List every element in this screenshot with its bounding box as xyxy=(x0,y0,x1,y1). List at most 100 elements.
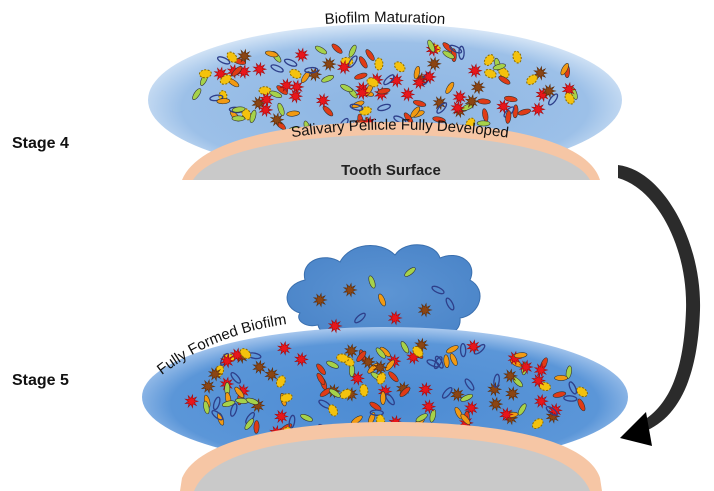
navy-ring-rod-icon xyxy=(216,56,231,65)
red-spiky-bacterium-icon xyxy=(219,353,235,369)
orange-rod-icon xyxy=(445,81,455,94)
green-rod-icon xyxy=(460,393,474,402)
green-rod-icon xyxy=(231,106,246,113)
brown-spiky-bacterium-icon xyxy=(541,83,557,99)
red-rod-icon xyxy=(432,116,446,123)
brown-spiky-bacterium-icon xyxy=(269,112,285,128)
orange-rod-icon xyxy=(410,106,421,118)
yellow-cocci-cluster-icon xyxy=(412,345,424,358)
navy-ring-rod-icon xyxy=(563,395,578,402)
brown-spiky-bacterium-icon xyxy=(450,386,465,402)
green-rod-icon xyxy=(245,397,259,405)
red-rod-icon xyxy=(577,398,586,412)
green-rod-icon xyxy=(231,115,246,122)
navy-ring-rod-icon xyxy=(431,285,445,295)
red-rod-icon xyxy=(322,105,334,117)
red-rod-icon xyxy=(316,372,326,385)
red-spiky-bacterium-icon xyxy=(531,373,547,389)
stage5-group: Fully Formed Biofilm xyxy=(142,244,628,491)
green-rod-icon xyxy=(375,347,386,359)
red-spiky-bacterium-icon xyxy=(466,339,481,355)
brown-spiky-bacterium-icon xyxy=(312,292,328,308)
yellow-cocci-cluster-icon xyxy=(483,54,495,66)
brown-spiky-bacterium-icon xyxy=(342,282,358,298)
yellow-cocci-cluster-icon xyxy=(376,372,387,385)
orange-rod-icon xyxy=(234,386,245,399)
green-rod-icon xyxy=(400,341,410,354)
biofilm-maturation-label: Biofilm Maturation xyxy=(324,9,446,28)
red-spiky-bacterium-icon xyxy=(236,64,252,80)
red-spiky-bacterium-icon xyxy=(467,63,483,79)
red-spiky-bacterium-icon xyxy=(258,102,274,118)
red-spiky-bacterium-icon xyxy=(259,91,275,107)
green-rod-icon xyxy=(314,45,328,55)
navy-ring-rod-icon xyxy=(288,414,296,429)
red-spiky-bacterium-icon xyxy=(252,61,268,77)
navy-ring-rod-icon xyxy=(568,381,578,395)
brown-spiky-bacterium-icon xyxy=(503,368,518,384)
red-rod-icon xyxy=(388,371,399,383)
red-spiky-bacterium-icon xyxy=(387,310,403,326)
red-rod-icon xyxy=(316,363,326,375)
red-rod-icon xyxy=(498,75,511,85)
green-rod-icon xyxy=(415,413,428,423)
brown-spiky-bacterium-icon xyxy=(207,366,223,382)
yellow-cocci-cluster-icon xyxy=(328,404,339,417)
red-rod-icon xyxy=(354,72,368,80)
navy-ring-rod-icon xyxy=(230,372,242,384)
yellow-cocci-cluster-icon xyxy=(393,61,406,73)
green-rod-icon xyxy=(517,403,527,416)
red-spiky-bacterium-icon xyxy=(421,69,437,85)
orange-rod-icon xyxy=(301,71,311,83)
red-spiky-bacterium-icon xyxy=(327,318,343,334)
yellow-cocci-cluster-icon xyxy=(226,51,238,63)
yellow-cocci-cluster-icon xyxy=(564,92,575,105)
navy-ring-rod-icon xyxy=(548,93,559,106)
orange-rod-icon xyxy=(385,359,395,371)
navy-ring-rod-icon xyxy=(434,355,444,369)
green-rod-icon xyxy=(368,275,376,289)
brown-spiky-bacterium-icon xyxy=(250,398,266,414)
orange-rod-icon xyxy=(413,65,421,80)
red-spiky-bacterium-icon xyxy=(499,407,514,422)
red-spiky-bacterium-icon xyxy=(350,370,365,386)
yellow-cocci-cluster-icon xyxy=(280,393,293,403)
navy-ring-rod-icon xyxy=(304,66,319,74)
navy-ring-rod-icon xyxy=(354,312,366,324)
green-rod-icon xyxy=(192,88,202,101)
navy-ring-rod-icon xyxy=(283,58,298,67)
green-rod-icon xyxy=(321,74,334,83)
red-spiky-bacterium-icon xyxy=(294,351,309,367)
green-rod-icon xyxy=(244,418,255,430)
red-spiky-bacterium-icon xyxy=(421,399,437,415)
yellow-cocci-cluster-icon xyxy=(531,418,544,430)
stage5-tooth-surface xyxy=(194,436,590,491)
navy-ring-rod-icon xyxy=(377,103,391,112)
yellow-cocci-cluster-icon xyxy=(219,74,232,85)
green-rod-icon xyxy=(429,409,437,423)
green-rod-icon xyxy=(277,102,285,116)
green-rod-icon xyxy=(221,400,236,407)
green-rod-icon xyxy=(269,90,283,98)
brown-spiky-bacterium-icon xyxy=(464,93,480,109)
yellow-cocci-cluster-icon xyxy=(526,74,538,86)
red-spiky-bacterium-icon xyxy=(418,381,433,397)
orange-rod-icon xyxy=(449,353,458,366)
brown-spiky-bacterium-icon xyxy=(533,65,548,81)
red-spiky-bacterium-icon xyxy=(450,100,466,116)
yellow-cocci-cluster-icon xyxy=(374,57,384,71)
brown-spiky-bacterium-icon xyxy=(426,56,442,72)
red-spiky-bacterium-icon xyxy=(389,73,404,88)
stage4-group: Biofilm Maturation Salivary Pellicle Ful… xyxy=(148,9,622,180)
brown-spiky-bacterium-icon xyxy=(251,95,267,111)
brown-spiky-bacterium-icon xyxy=(488,396,504,412)
red-rod-icon xyxy=(231,66,243,77)
red-spiky-bacterium-icon xyxy=(355,85,370,101)
navy-ring-rod-icon xyxy=(493,373,500,388)
yellow-cocci-cluster-icon xyxy=(359,383,369,397)
yellow-cocci-cluster-icon xyxy=(336,353,350,363)
green-rod-icon xyxy=(427,39,436,53)
red-spiky-bacterium-icon xyxy=(294,47,310,63)
stage5-label: Stage 5 xyxy=(12,372,69,389)
